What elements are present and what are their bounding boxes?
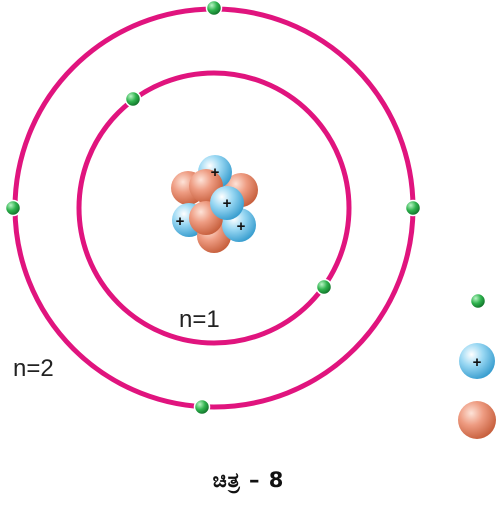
legend-proton-sign: + — [473, 354, 482, 371]
electron-icon — [195, 400, 210, 415]
shell-label-n2: n=2 — [13, 355, 54, 382]
nucleus: + + + + — [171, 155, 258, 253]
electron-icon — [317, 280, 332, 295]
proton-sign: + — [237, 218, 246, 235]
proton-sign: + — [176, 213, 185, 230]
legend-neutron-icon — [458, 401, 496, 439]
legend-electron-icon — [471, 294, 486, 309]
legend: + — [458, 294, 496, 440]
electron-icon — [207, 1, 222, 16]
shell-label-n1: n=1 — [179, 306, 220, 333]
proton-sign: + — [211, 164, 220, 181]
figure-caption: ಚಿತ್ರ – 8 — [0, 468, 497, 493]
proton-sign: + — [223, 195, 232, 212]
electron-icon — [406, 201, 421, 216]
electron-icon — [6, 201, 21, 216]
electron-icon — [126, 92, 141, 107]
